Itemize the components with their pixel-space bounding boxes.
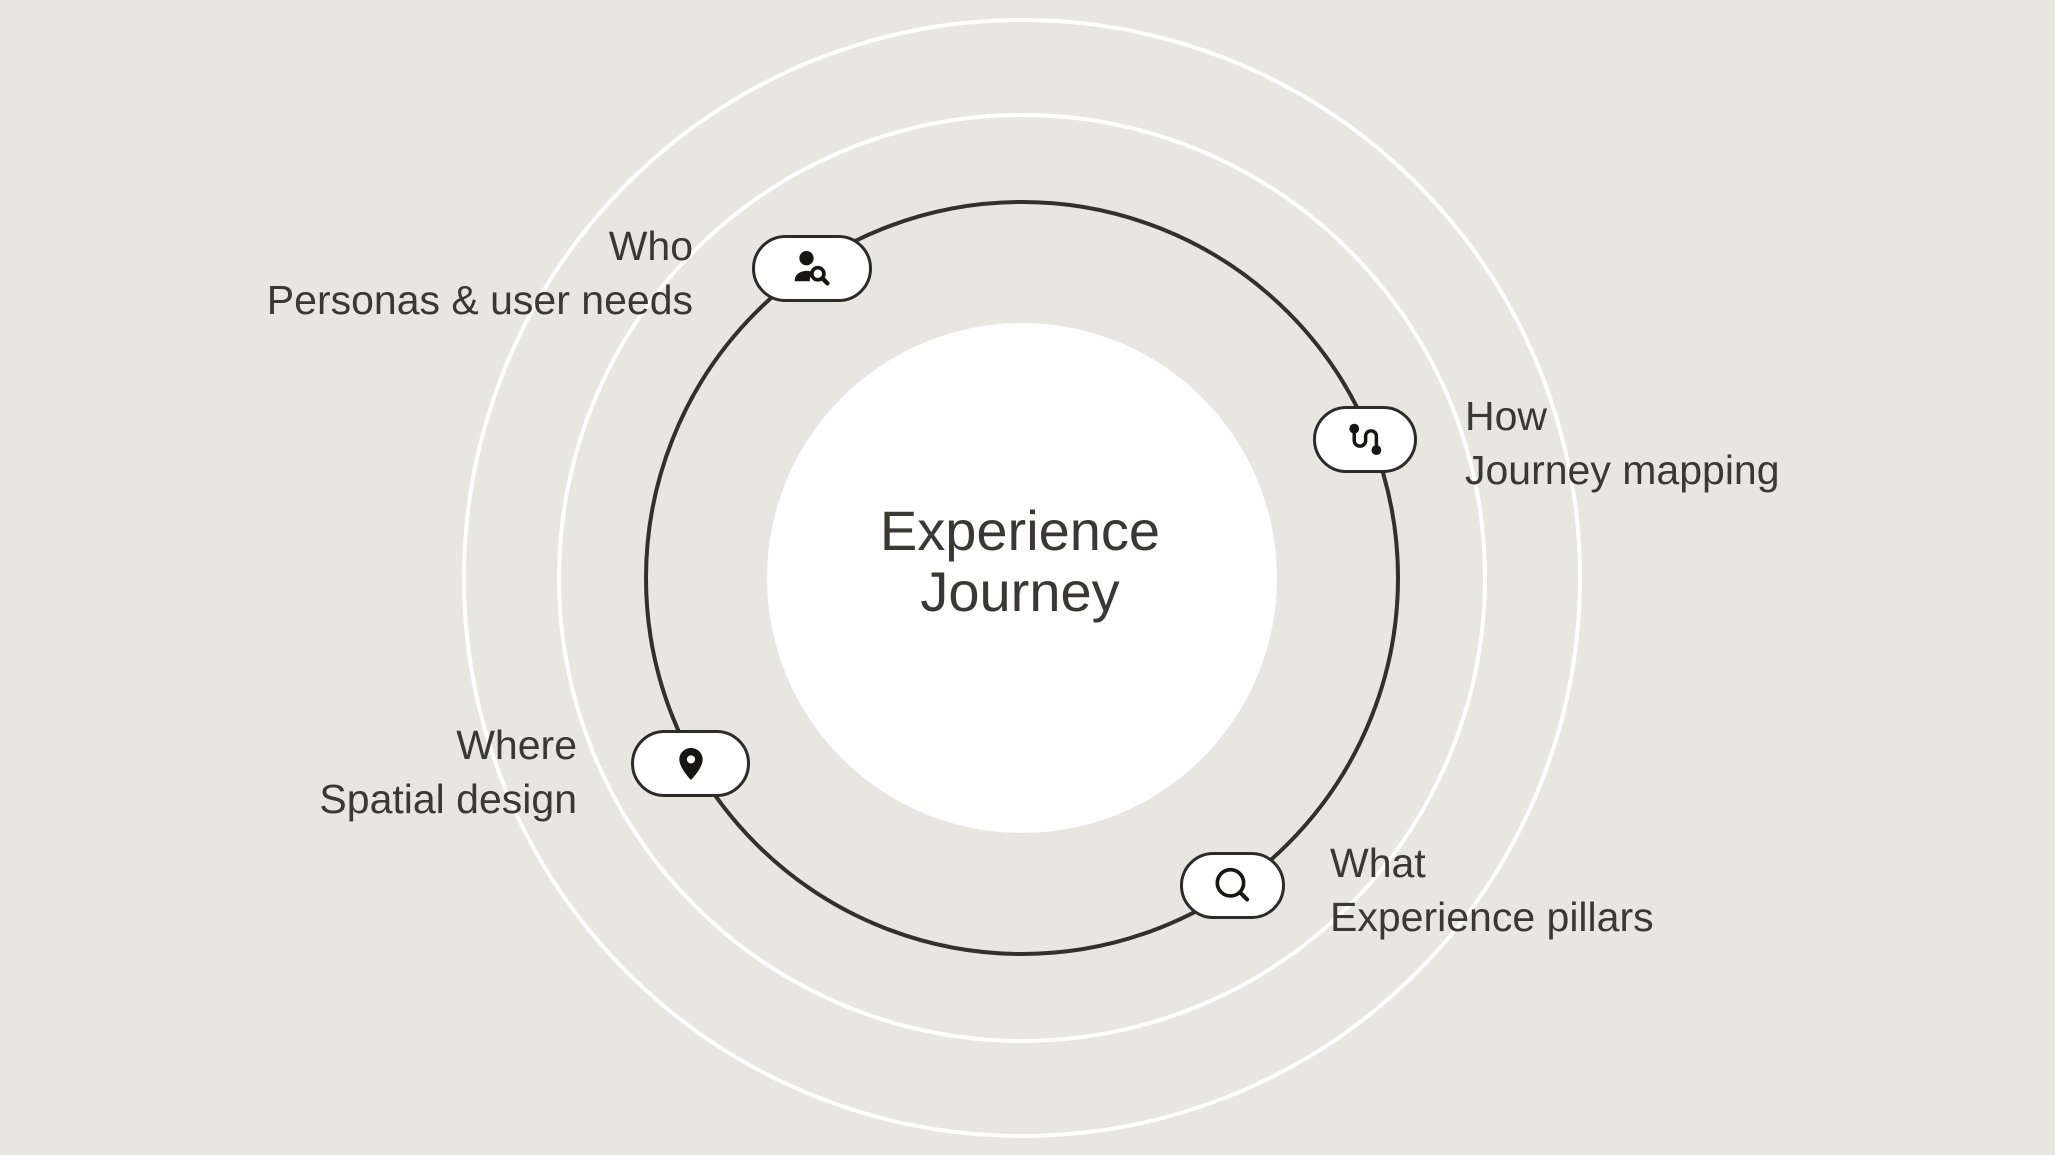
label-who-description: Personas & user needs xyxy=(266,277,693,323)
search-icon xyxy=(1215,867,1249,902)
label-how-title: How xyxy=(1465,393,1548,439)
label-what-title: What xyxy=(1330,840,1426,886)
node-who[interactable] xyxy=(752,235,872,302)
diagram-title-line1: Experience xyxy=(879,499,1161,562)
node-where[interactable] xyxy=(631,730,750,797)
label-what: What Experience pillars xyxy=(1330,836,1654,944)
node-what[interactable] xyxy=(1180,852,1285,919)
label-how-description: Journey mapping xyxy=(1465,447,1780,493)
route-icon xyxy=(1349,423,1382,455)
background-ring-outer xyxy=(462,18,1582,1138)
label-who-title: Who xyxy=(608,223,693,269)
label-where-title: Where xyxy=(456,722,577,768)
person-search-icon xyxy=(794,250,830,285)
journey-path-circle xyxy=(644,200,1400,956)
diagram-title: Experience Journey xyxy=(670,500,1370,622)
label-where: Where Spatial design xyxy=(319,718,577,826)
location-pin-icon xyxy=(678,747,703,780)
label-where-description: Spatial design xyxy=(319,776,577,822)
label-who: Who Personas & user needs xyxy=(267,219,693,327)
background-ring-inner xyxy=(557,113,1487,1043)
diagram-title-line2: Journey xyxy=(920,560,1120,623)
center-circle xyxy=(767,323,1277,833)
label-how: How Journey mapping xyxy=(1465,389,1780,497)
label-what-description: Experience pillars xyxy=(1330,894,1654,940)
node-how[interactable] xyxy=(1313,406,1417,473)
